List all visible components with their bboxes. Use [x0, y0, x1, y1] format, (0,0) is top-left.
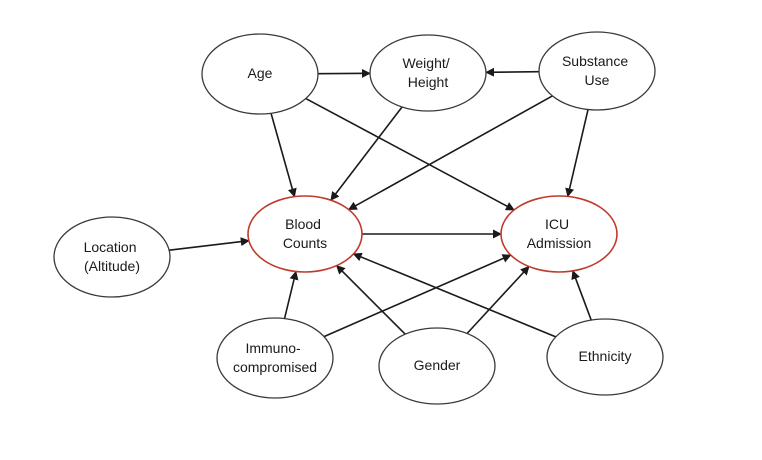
node-substance-use: Substance Use [538, 31, 656, 111]
edge-immuno-to-blood [283, 270, 299, 319]
edge-gender-to-blood [335, 264, 406, 335]
edge-ethnicity-to-blood [352, 252, 557, 338]
edges-layer [169, 67, 592, 338]
edge-location-to-blood [169, 237, 250, 251]
node-location-altitude: Location (Altitude) [53, 216, 171, 298]
node-ethnicity-shape [546, 318, 664, 396]
node-gender-shape [378, 327, 496, 405]
edge-ethnicity-to-icu [571, 270, 592, 321]
node-immunocompromised: Immuno- compromised [216, 317, 334, 399]
node-location-altitude-label: Location (Altitude) [84, 239, 141, 274]
node-weight-height: Weight/ Height [369, 34, 487, 112]
edge-gender-to-icu [466, 265, 530, 335]
node-icu-admission-shape [500, 195, 618, 273]
node-gender: Gender [378, 327, 496, 405]
edge-weight-to-blood [330, 106, 403, 201]
node-ethnicity-label: Ethnicity [579, 348, 632, 364]
node-ethnicity: Ethnicity [546, 318, 664, 396]
node-location-altitude-shape [53, 216, 171, 298]
node-gender-label: Gender [414, 357, 461, 373]
node-age-shape [201, 33, 319, 115]
edge-age-to-icu [305, 97, 515, 211]
nodes-layer: Age Weight/ Height Substance Use Locatio… [53, 31, 664, 405]
node-immunocompromised-shape [216, 317, 334, 399]
node-substance-use-shape [538, 31, 656, 111]
node-icu-admission-label: ICU Admission [527, 216, 592, 251]
node-weight-height-label: Weight/ Height [402, 55, 453, 90]
node-weight-height-shape [369, 34, 487, 112]
node-substance-use-label: Substance Use [562, 53, 632, 88]
node-age: Age [201, 33, 319, 115]
node-blood-counts: Blood Counts [247, 195, 363, 273]
node-blood-counts-label: Blood Counts [283, 216, 327, 251]
node-age-label: Age [248, 65, 273, 81]
node-blood-counts-shape [247, 195, 363, 273]
edge-substance-to-icu [565, 109, 589, 198]
edge-immuno-to-icu [323, 254, 512, 338]
edge-age-to-blood [270, 113, 297, 198]
edge-substance-to-blood [347, 95, 553, 211]
node-icu-admission: ICU Admission [500, 195, 618, 273]
edge-substance-to-weight [485, 67, 540, 77]
node-immunocompromised-label: Immuno- compromised [233, 340, 317, 375]
